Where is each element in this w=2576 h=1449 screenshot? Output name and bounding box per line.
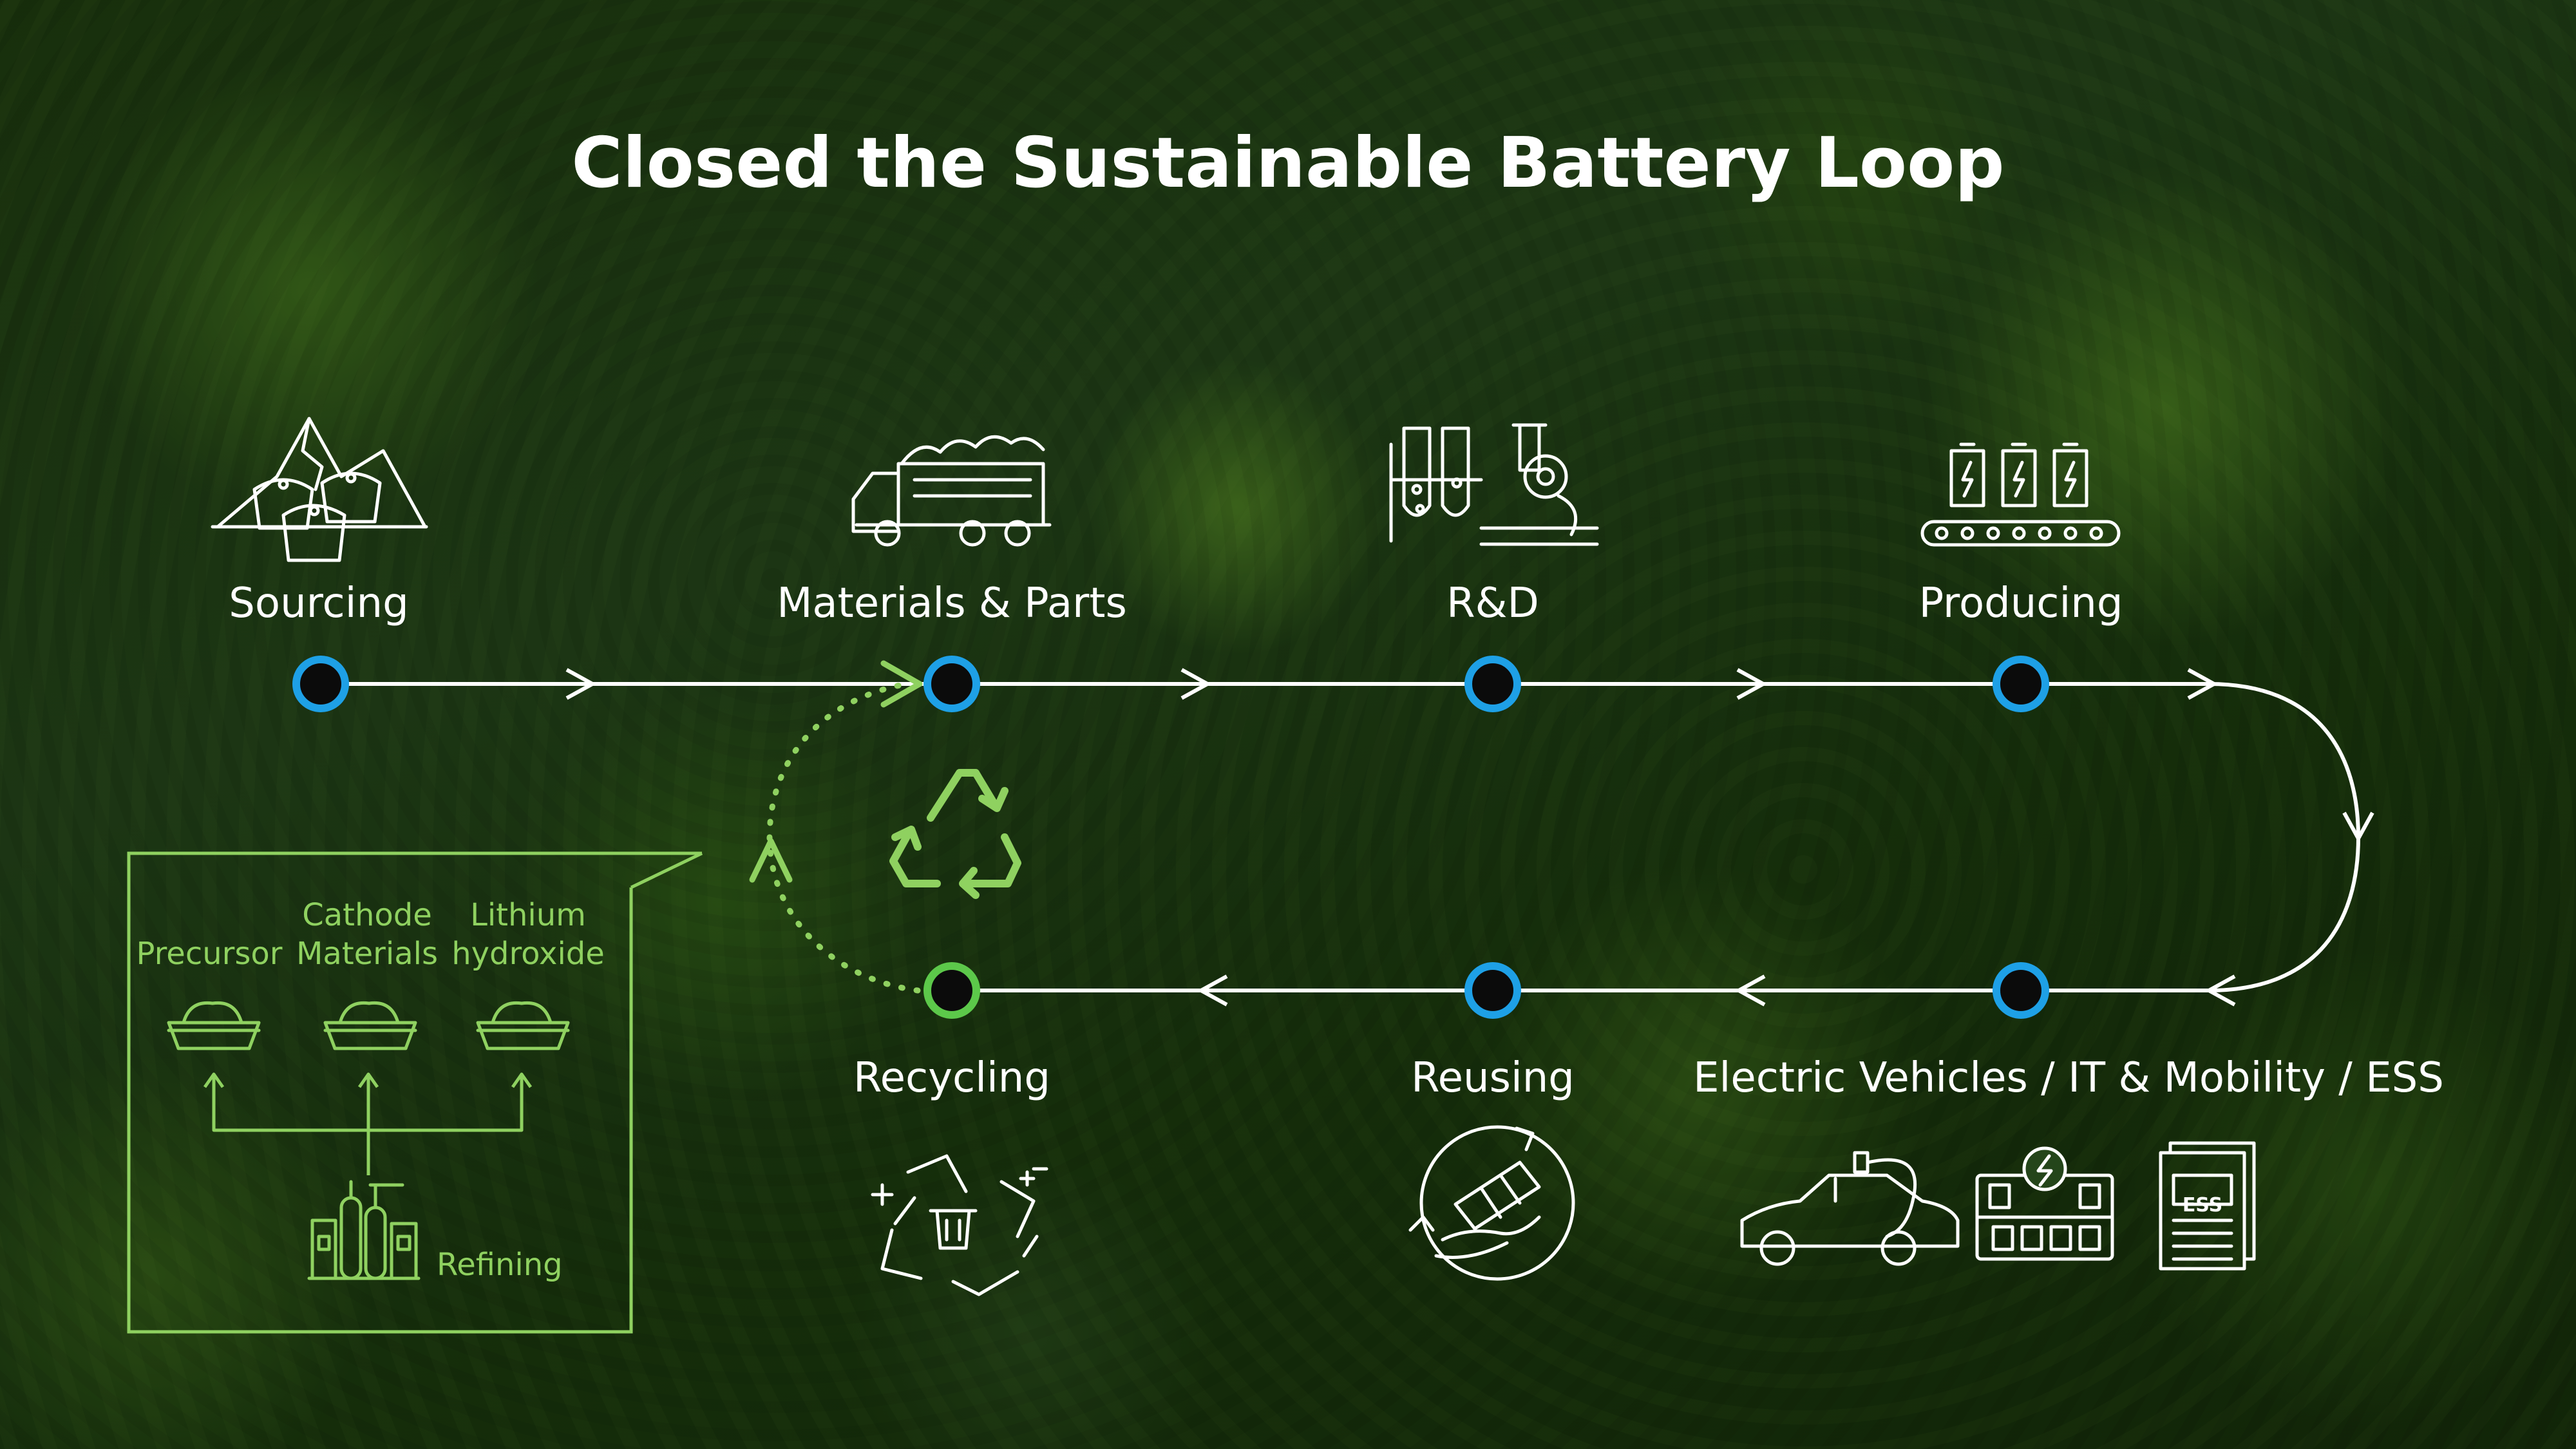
lab-microscope-icon: [1389, 423, 1599, 546]
node-recycling: [923, 962, 980, 1019]
label-sourcing: Sourcing: [229, 580, 408, 627]
label-ev: Electric Vehicles / IT & Mobility / ESS: [1693, 1054, 2444, 1102]
refining-connectors: [203, 1072, 533, 1175]
node-materials: [923, 656, 980, 712]
refining-label: Refining: [437, 1247, 563, 1283]
recycle-arrows-icon: [889, 769, 1021, 899]
label-materials: Materials & Parts: [777, 580, 1127, 627]
battery-conveyor-icon: [1920, 442, 2121, 547]
hand-battery-icon: [1408, 1125, 1575, 1281]
node-sourcing: [292, 656, 349, 712]
label-rnd: R&D: [1446, 580, 1539, 627]
u-turn-curve: [2208, 682, 2374, 992]
ess-icon-label: ESS: [2183, 1194, 2222, 1217]
label-reusing: Reusing: [1411, 1054, 1575, 1102]
mountain-ore-sacks-icon: [211, 417, 428, 562]
page-title: Closed the Sustainable Battery Loop: [571, 123, 2004, 204]
arrow-head: [2207, 974, 2236, 1007]
node-ev: [1993, 962, 2049, 1019]
node-rnd: [1464, 656, 1521, 712]
arrow-head: [1736, 668, 1765, 700]
node-producing: [1993, 656, 2049, 712]
material-tray-icon: [476, 1001, 570, 1050]
refining-box: [127, 851, 703, 1334]
arrow-head: [1180, 668, 1209, 700]
refining-tanks-icon: [307, 1180, 421, 1280]
label-producing: Producing: [1919, 580, 2123, 627]
ess-cabinet-icon: [2159, 1141, 2256, 1271]
arrow-head: [1737, 974, 1766, 1007]
lithium-label-line1: Lithium: [470, 897, 586, 933]
recycle-bin-icon: [871, 1154, 1048, 1296]
material-tray-icon: [167, 1001, 261, 1050]
arrow-head: [2342, 811, 2374, 840]
battery-module-icon: [1975, 1146, 2114, 1261]
lithium-label-line2: hydroxide: [451, 936, 605, 972]
recycle-return-arc: [749, 660, 923, 994]
material-tray-icon: [323, 1001, 417, 1050]
car-charging-icon: [1740, 1151, 1960, 1266]
cathode-label-line2: Materials: [296, 936, 438, 972]
node-reusing: [1464, 962, 1521, 1019]
truck-icon: [851, 435, 1052, 547]
label-recycling: Recycling: [853, 1054, 1050, 1102]
arrow-head: [1199, 974, 1228, 1007]
arrow-head: [565, 668, 594, 700]
precursor-label: Precursor: [137, 936, 283, 972]
cathode-label-line1: Cathode: [302, 897, 432, 933]
arrow-head: [880, 660, 923, 708]
arrow-head: [749, 838, 793, 883]
top-flow-line: [321, 668, 2216, 700]
flow-nodes: [292, 656, 2049, 1019]
